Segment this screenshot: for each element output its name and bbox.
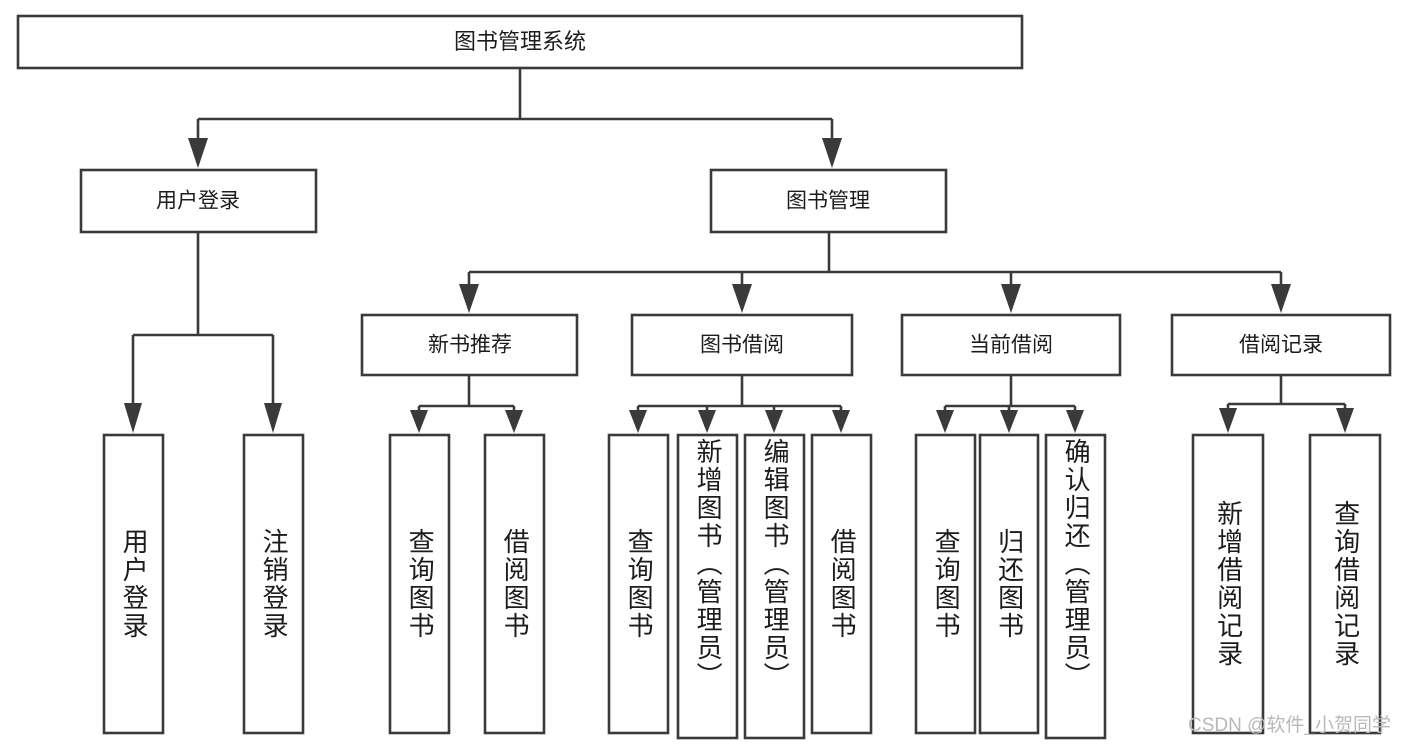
connector-layer [124,68,1354,433]
node-root-label: 图书管理系统 [454,29,586,54]
leaf-box-user-login[interactable] [102,433,165,735]
node-borrow-record-label: 借阅记录 [1239,334,1323,357]
leaf-box-borrow-book-recommend[interactable] [483,433,546,735]
node-book-manage[interactable]: 图书管理 [709,168,948,234]
node-new-book-recommend[interactable]: 新书推荐 [360,313,579,377]
arrowhead-book-manage [822,138,842,168]
arrowhead-leaf-return-book [1000,410,1018,433]
arrowhead-leaf-user-login [124,403,142,433]
leaf-box-layer [102,433,1382,740]
node-borrow-record-box[interactable] [1170,313,1392,377]
node-new-book-recommend-box[interactable] [360,313,579,377]
leaf-box-query-book-current[interactable] [914,433,977,735]
arrowhead-borrow-record [1271,284,1291,313]
arrowhead-leaf-borrow-book [832,410,850,433]
leaf-box-query-book-recommend[interactable] [388,433,451,735]
arrowhead-leaf-query-book-current [936,410,954,433]
arrowhead-current-borrow [1001,284,1021,313]
arrowhead-leaf-query-book-recommend [410,410,428,433]
node-book-manage-label: 图书管理 [786,190,870,213]
node-new-book-recommend-label: 新书推荐 [428,334,512,357]
arrowhead-leaf-borrow-book-recommend [505,410,523,433]
arrowhead-leaf-edit-book-admin [765,410,783,433]
arrowhead-leaf-add-borrow-record [1219,408,1237,433]
arrowhead-leaf-confirm-return-admin [1066,410,1084,433]
arrowhead-leaf-logout [264,403,282,433]
arrowhead-leaf-query-borrow-record [1336,408,1354,433]
node-root-box[interactable] [16,14,1024,70]
node-user-login-label: 用户登录 [156,190,240,213]
node-book-borrow-label: 图书借阅 [700,334,784,357]
node-book-manage-box[interactable] [709,168,948,234]
csdn-watermark: CSDN @软件_小贺同学 [1188,715,1391,736]
leaf-box-add-borrow-record[interactable] [1191,433,1265,735]
node-current-borrow-label: 当前借阅 [969,334,1053,357]
node-borrow-record[interactable]: 借阅记录 [1170,313,1392,377]
arrowhead-leaf-add-book-admin [698,410,716,433]
leaf-box-query-book-borrow[interactable] [607,433,670,735]
leaf-box-borrow-book[interactable] [810,433,873,735]
arrowhead-leaf-query-book-borrow [629,410,647,433]
node-book-borrow-box[interactable] [630,313,854,377]
leaf-box-query-borrow-record[interactable] [1308,433,1382,735]
leaf-box-add-book-admin[interactable] [676,433,739,740]
node-current-borrow-box[interactable] [900,313,1122,377]
leaf-box-confirm-return-admin[interactable] [1044,433,1107,740]
leaf-box-return-book[interactable] [978,433,1040,735]
node-user-login[interactable]: 用户登录 [79,168,318,234]
node-book-borrow[interactable]: 图书借阅 [630,313,854,377]
node-root[interactable]: 图书管理系统 [16,14,1024,70]
node-user-login-box[interactable] [79,168,318,234]
arrowhead-user-login [188,138,208,168]
leaf-box-edit-book-admin[interactable] [743,433,806,740]
node-current-borrow[interactable]: 当前借阅 [900,313,1122,377]
leaf-box-logout[interactable] [242,433,305,735]
arrowhead-new-book-recommend [459,284,479,313]
arrowhead-book-borrow [732,284,752,313]
